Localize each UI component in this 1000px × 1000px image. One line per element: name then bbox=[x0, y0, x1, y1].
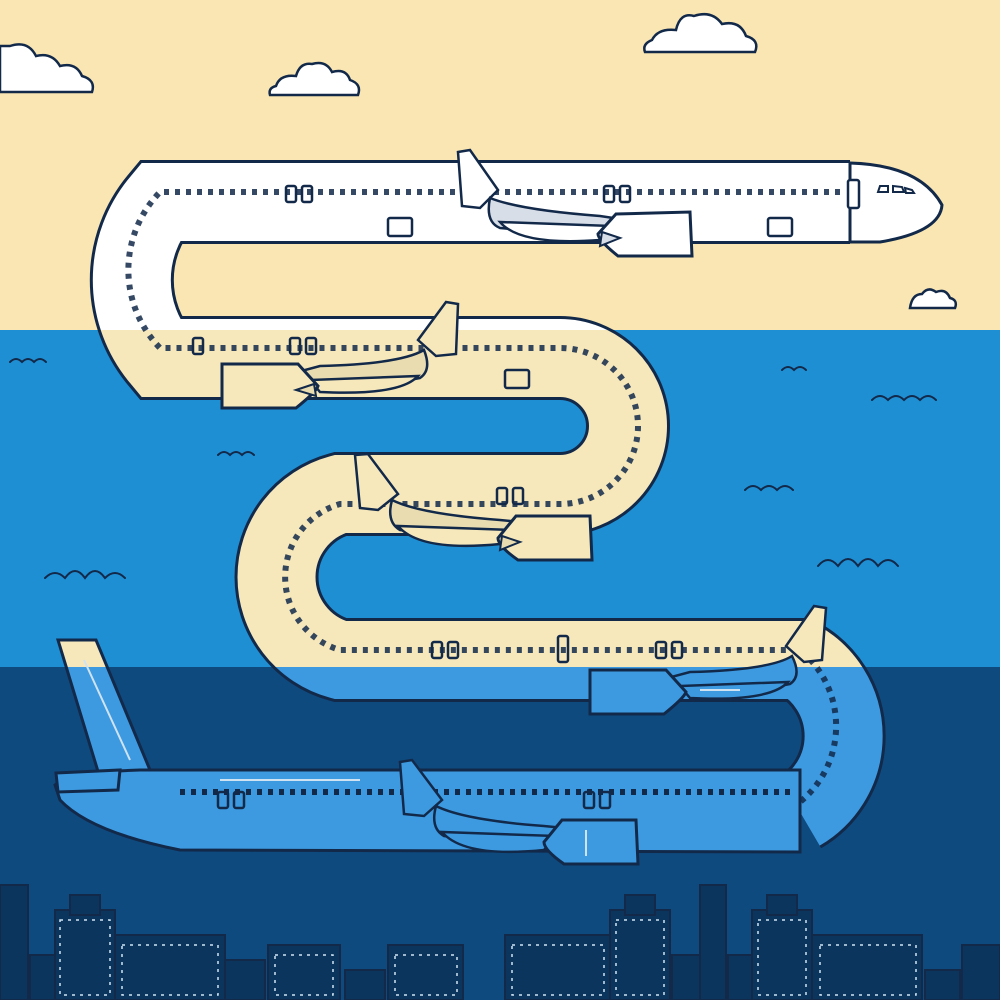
cabin-door bbox=[598, 790, 612, 810]
cloud-icon bbox=[908, 288, 958, 310]
wave-icon bbox=[9, 358, 47, 364]
cabin-door bbox=[191, 336, 205, 356]
wave-icon bbox=[744, 485, 794, 492]
wave-icon bbox=[871, 395, 937, 402]
cabin-door bbox=[670, 640, 684, 660]
wave-icon bbox=[817, 558, 899, 568]
fuselage-serpentine bbox=[89, 160, 886, 849]
jet-engine-icon bbox=[542, 818, 640, 866]
cabin-door bbox=[284, 184, 298, 204]
cargo-door bbox=[503, 368, 531, 390]
cabin-door bbox=[582, 790, 596, 810]
cabin-door bbox=[495, 486, 509, 506]
cabin-door bbox=[232, 790, 246, 810]
jet-engine-icon bbox=[496, 514, 594, 562]
cargo-door bbox=[766, 216, 794, 238]
cloud-icon bbox=[268, 61, 361, 97]
cloud-icon bbox=[0, 43, 95, 94]
cabin-door bbox=[430, 640, 444, 660]
wing bbox=[456, 148, 641, 243]
cabin-door bbox=[304, 336, 318, 356]
cabin-door bbox=[288, 336, 302, 356]
cabin-door bbox=[216, 790, 230, 810]
jet-engine-icon bbox=[588, 668, 740, 716]
cabin-door bbox=[618, 184, 632, 204]
cabin-door bbox=[556, 634, 570, 664]
wave-icon bbox=[44, 570, 126, 580]
wing bbox=[398, 758, 585, 854]
window-row bbox=[125, 189, 840, 805]
cabin-door bbox=[654, 640, 668, 660]
airplane-nose bbox=[846, 161, 944, 244]
city-skyline bbox=[0, 884, 1000, 1000]
wave-icon bbox=[217, 451, 255, 457]
city-windows bbox=[59, 919, 917, 996]
wave-icon bbox=[781, 366, 807, 372]
cargo-door bbox=[386, 216, 414, 238]
wing bbox=[285, 300, 460, 394]
jet-engine-icon bbox=[596, 210, 694, 258]
jet-engine-icon bbox=[220, 362, 320, 410]
wing bbox=[655, 604, 828, 700]
cabin-door bbox=[446, 640, 460, 660]
cabin-door bbox=[300, 184, 314, 204]
cabin-door bbox=[602, 184, 616, 204]
cabin-door bbox=[511, 486, 525, 506]
cloud-icon bbox=[643, 13, 758, 54]
